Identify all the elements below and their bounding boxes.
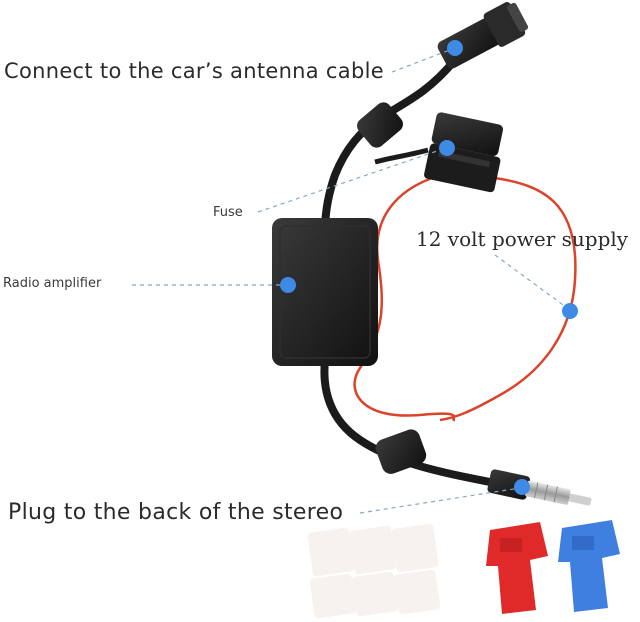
power-wire xyxy=(353,176,456,422)
amplifier-box xyxy=(272,218,378,366)
blue-dot-icon xyxy=(280,40,578,495)
fuse-label: Fuse xyxy=(213,205,243,220)
ferrite-bead-top xyxy=(357,102,403,148)
antenna-cable-label: Connect to the car’s antenna cable xyxy=(4,59,384,83)
antenna-socket xyxy=(437,2,529,69)
stereo-plug-label: Plug to the back of the stereo xyxy=(8,500,344,525)
antenna-cable xyxy=(321,56,459,229)
power-supply-label: 12 volt power supply xyxy=(416,227,629,251)
power-wire-loop xyxy=(439,176,577,422)
adhesive-pad-icon xyxy=(307,523,441,619)
crimp-connector-icon xyxy=(486,520,620,614)
radio-amplifier-label: Radio amplifier xyxy=(3,276,102,291)
ferrite-bead-bottom xyxy=(375,429,427,474)
leader-lines xyxy=(132,47,571,514)
stereo-cable xyxy=(320,356,524,492)
fuse-cable xyxy=(374,147,429,165)
fuse-holder xyxy=(424,112,504,193)
